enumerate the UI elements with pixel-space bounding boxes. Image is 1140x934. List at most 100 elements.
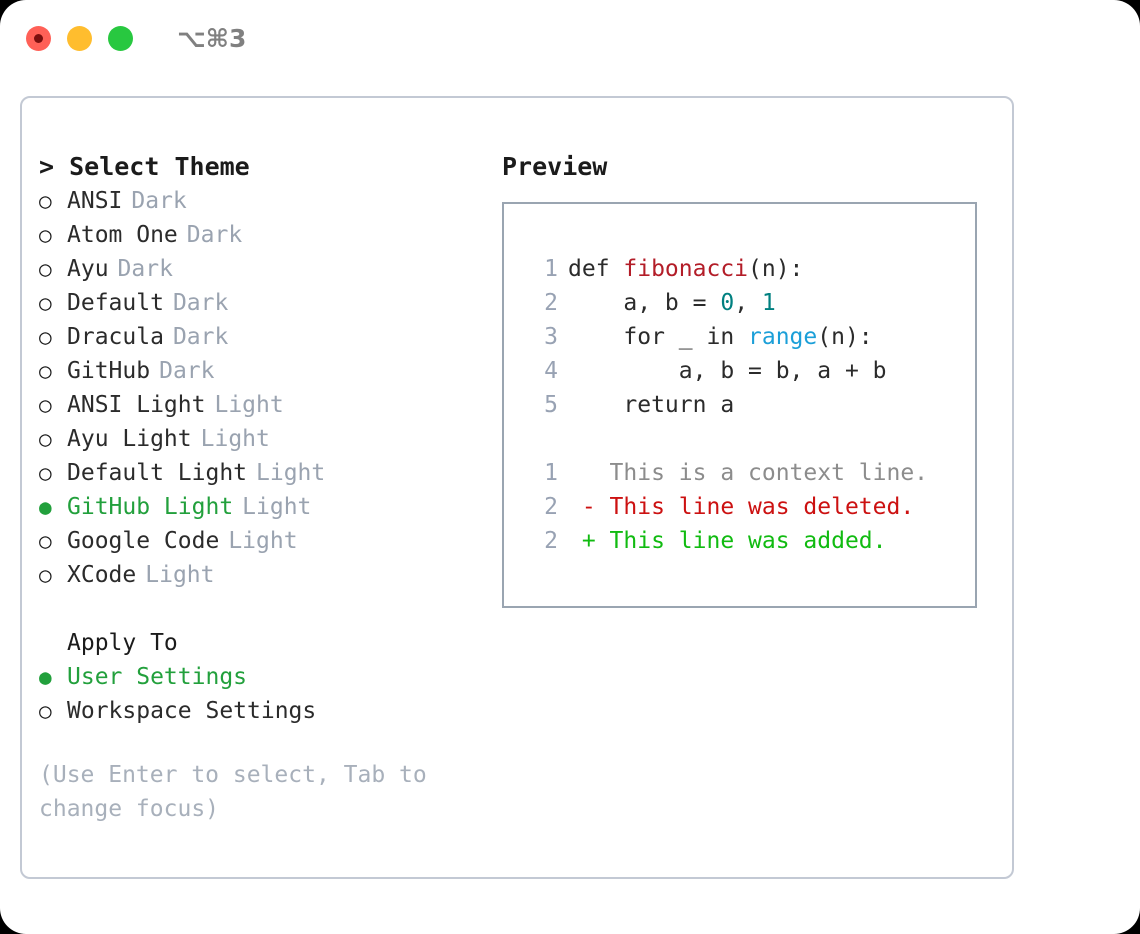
code-text: return a xyxy=(568,388,734,422)
theme-option-label: Default Light xyxy=(67,460,248,486)
page-title: > Select Theme xyxy=(39,152,250,181)
theme-option-google-code[interactable]: ○ Google Code Light xyxy=(39,524,479,558)
diff-line: 1 This is a context line. xyxy=(524,456,975,490)
apply-to-option-workspace-settings[interactable]: ○ Workspace Settings xyxy=(39,694,479,728)
code-token: def xyxy=(568,256,624,282)
code-token: return a xyxy=(568,392,735,418)
traffic-lights xyxy=(26,25,133,51)
theme-option-ayu[interactable]: ○ Ayu Dark xyxy=(39,252,479,286)
theme-option-kind: Dark xyxy=(186,222,243,248)
code-line: 2 a, b = 0, 1 xyxy=(524,286,975,320)
theme-option-label: Default xyxy=(67,290,164,316)
radio-unselected-icon: ○ xyxy=(39,393,52,417)
theme-option-dracula[interactable]: ○ Dracula Dark xyxy=(39,320,479,354)
theme-option-label: GitHub xyxy=(67,358,151,384)
theme-option-label: Ayu Light xyxy=(67,426,192,452)
code-token: 1 xyxy=(761,290,776,316)
theme-option-label: Google Code xyxy=(67,528,220,554)
radio-unselected-icon: ○ xyxy=(39,529,52,553)
theme-option-kind: Dark xyxy=(172,324,229,350)
minimize-button[interactable] xyxy=(67,25,92,51)
line-number: 1 xyxy=(544,460,558,486)
radio-unselected-icon: ○ xyxy=(39,699,52,723)
radio-unselected-icon: ○ xyxy=(39,223,52,247)
diff-text: This is a context line. xyxy=(568,460,929,486)
maximize-button[interactable] xyxy=(108,25,133,51)
diff-line: 2 + This line was added. xyxy=(524,524,975,558)
apply-to-option-label: Workspace Settings xyxy=(67,698,317,724)
theme-option-label: Dracula xyxy=(67,324,164,350)
code-line: 5 return a xyxy=(524,388,975,422)
radio-unselected-icon: ○ xyxy=(39,325,52,349)
radio-unselected-icon: ○ xyxy=(39,427,52,451)
code-token: fibonacci xyxy=(623,256,749,282)
diff-text: - This line was deleted. xyxy=(568,494,915,520)
radio-unselected-icon: ○ xyxy=(39,291,52,315)
close-icon xyxy=(34,33,43,43)
preview-title: Preview xyxy=(502,152,608,181)
line-number: 3 xyxy=(544,324,558,350)
theme-option-default-light[interactable]: ○ Default Light Light xyxy=(39,456,479,490)
code-token: a, b = xyxy=(568,290,721,316)
apply-to-title: Apply To xyxy=(67,630,178,656)
theme-option-kind: Light xyxy=(256,460,326,486)
theme-option-label: ANSI xyxy=(67,188,123,214)
theme-option-label: GitHub Light xyxy=(67,494,234,520)
theme-option-kind: Dark xyxy=(131,188,187,214)
code-token: , xyxy=(734,290,762,316)
diff-text: + This line was added. xyxy=(568,528,887,554)
line-number: 2 xyxy=(544,494,558,520)
radio-unselected-icon: ○ xyxy=(39,359,52,383)
code-token: (n): xyxy=(748,256,804,282)
line-number: 2 xyxy=(544,528,558,554)
apply-to-option-user-settings[interactable]: ●User Settings xyxy=(39,660,479,694)
apply-to-list: ●User Settings ○ Workspace Settings xyxy=(39,660,479,728)
code-token: (n): xyxy=(817,324,873,350)
code-line: 3 for _ in range(n): xyxy=(524,320,975,354)
code-line: 4 a, b = b, a + b xyxy=(524,354,975,388)
theme-option-kind: Dark xyxy=(117,256,173,282)
radio-unselected-icon: ○ xyxy=(39,563,52,587)
line-number: 2 xyxy=(544,290,558,316)
shortcut-label: ⌥⌘3 xyxy=(177,23,247,53)
theme-option-github[interactable]: ○ GitHub Dark xyxy=(39,354,479,388)
radio-selected-icon: ● xyxy=(39,665,52,689)
code-text: a, b = b, a + b xyxy=(568,354,887,388)
code-token: for _ in xyxy=(568,324,749,350)
theme-option-label: ANSI Light xyxy=(67,392,206,418)
theme-option-kind: Light xyxy=(228,528,298,554)
theme-option-label: Ayu xyxy=(67,256,109,282)
code-token: a, b = b, a + b xyxy=(568,358,887,384)
radio-unselected-icon: ○ xyxy=(39,461,52,485)
theme-option-kind: Light xyxy=(242,494,312,520)
radio-selected-icon: ● xyxy=(39,495,52,519)
theme-option-ansi-light[interactable]: ○ ANSI Light Light xyxy=(39,388,479,422)
code-token: 0 xyxy=(720,290,735,316)
theme-option-kind: Light xyxy=(145,562,215,588)
theme-option-kind: Dark xyxy=(159,358,215,384)
radio-unselected-icon: ○ xyxy=(39,189,52,213)
theme-option-github-light[interactable]: ● GitHub Light Light xyxy=(39,490,479,524)
diff-sample: 1 This is a context line.2 - This line w… xyxy=(524,456,975,558)
code-token: range xyxy=(748,324,818,350)
line-number: 5 xyxy=(544,392,558,418)
code-text: def fibonacci(n): xyxy=(568,252,803,286)
theme-option-kind: Light xyxy=(214,392,284,418)
radio-unselected-icon: ○ xyxy=(39,257,52,281)
close-button[interactable] xyxy=(26,25,51,51)
title-bar: ⌥⌘3 xyxy=(0,0,1140,76)
diff-line: 2 - This line was deleted. xyxy=(524,490,975,524)
theme-option-ansi[interactable]: ○ ANSI Dark xyxy=(39,184,479,218)
